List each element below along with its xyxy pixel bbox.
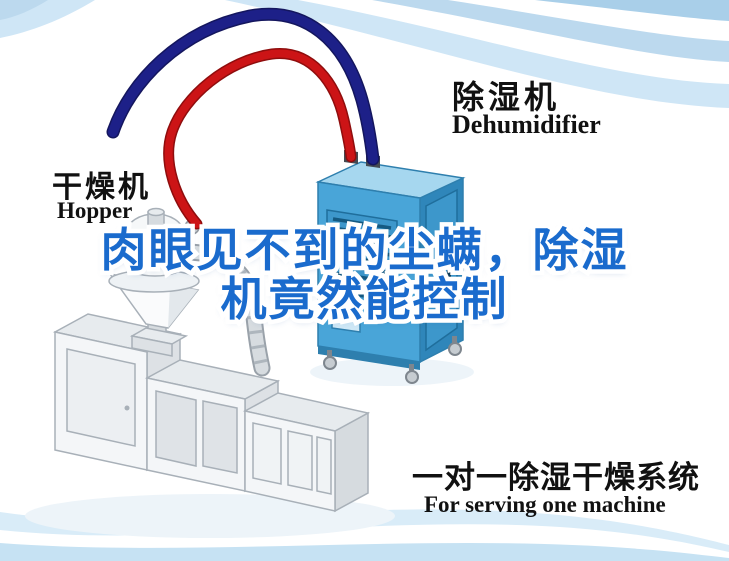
- caster-wheels: [323, 336, 462, 384]
- headline-line2: 机竟然能控制: [220, 272, 509, 327]
- side-door: [425, 188, 458, 352]
- feed-duct-ribs: [185, 245, 269, 370]
- caster-wheel: [448, 342, 462, 356]
- dryer-label-en: Hopper: [57, 198, 133, 223]
- swoosh-band: [0, 542, 729, 561]
- navy-hose: [108, 9, 378, 164]
- dehumidifier-base-strip: [318, 346, 420, 370]
- caster-stem: [409, 364, 414, 373]
- dehumidifier-label-en: Dehumidifier: [452, 110, 601, 139]
- headline-line2: 机竟然能控制: [216, 270, 511, 328]
- headline-line1: 肉眼见不到的尘螨，除湿: [96, 221, 631, 279]
- machine-panel: [252, 422, 282, 485]
- system-label-cn: 一对一除湿干燥系统: [412, 460, 700, 496]
- loader-cap-top: [147, 207, 165, 217]
- background-swoosh-top: [225, 0, 729, 108]
- hopper-cone-shade: [168, 285, 198, 328]
- injection-molding-machine-illustration: [52, 207, 371, 513]
- dehumidifier-label-cn: 除湿机: [452, 78, 561, 116]
- dehumidifier-illustration: [315, 150, 466, 384]
- headline-line1: 肉眼见不到的尘螨，除湿: [100, 223, 629, 277]
- system-label-en: For serving one machine: [424, 492, 666, 517]
- machine-panel: [287, 430, 313, 491]
- caster-stem: [452, 336, 457, 345]
- machine-panel: [155, 390, 197, 467]
- hopper-loader-illustration: [108, 207, 271, 377]
- background-swoosh-corner-left: [0, 0, 95, 38]
- vent-slats: [332, 217, 392, 302]
- loader-bands: [125, 243, 185, 265]
- machine-door-panel: [66, 348, 136, 447]
- label-plate: [331, 315, 361, 333]
- hopper-mount-front: [131, 335, 173, 357]
- caster-wheel: [405, 370, 419, 384]
- dehumidifier-shadow: [310, 358, 474, 386]
- swoosh-band: [0, 0, 48, 20]
- headline: 肉眼见不到的尘螨，除湿 机竟然能控制: [0, 223, 729, 327]
- door-handle: [124, 405, 130, 411]
- machine-panel: [316, 436, 332, 495]
- caster-stem: [327, 350, 332, 359]
- dryer-label-cn: 干燥机: [52, 170, 151, 205]
- hoses: [106, 7, 380, 230]
- caster-wheel: [323, 356, 337, 370]
- red-hose: [164, 49, 355, 228]
- machine-shadow: [25, 494, 395, 538]
- machine-panel: [202, 400, 238, 474]
- headline-outline: 肉眼见不到的尘螨，除湿 机竟然能控制: [0, 221, 729, 329]
- swoosh-band: [535, 0, 729, 21]
